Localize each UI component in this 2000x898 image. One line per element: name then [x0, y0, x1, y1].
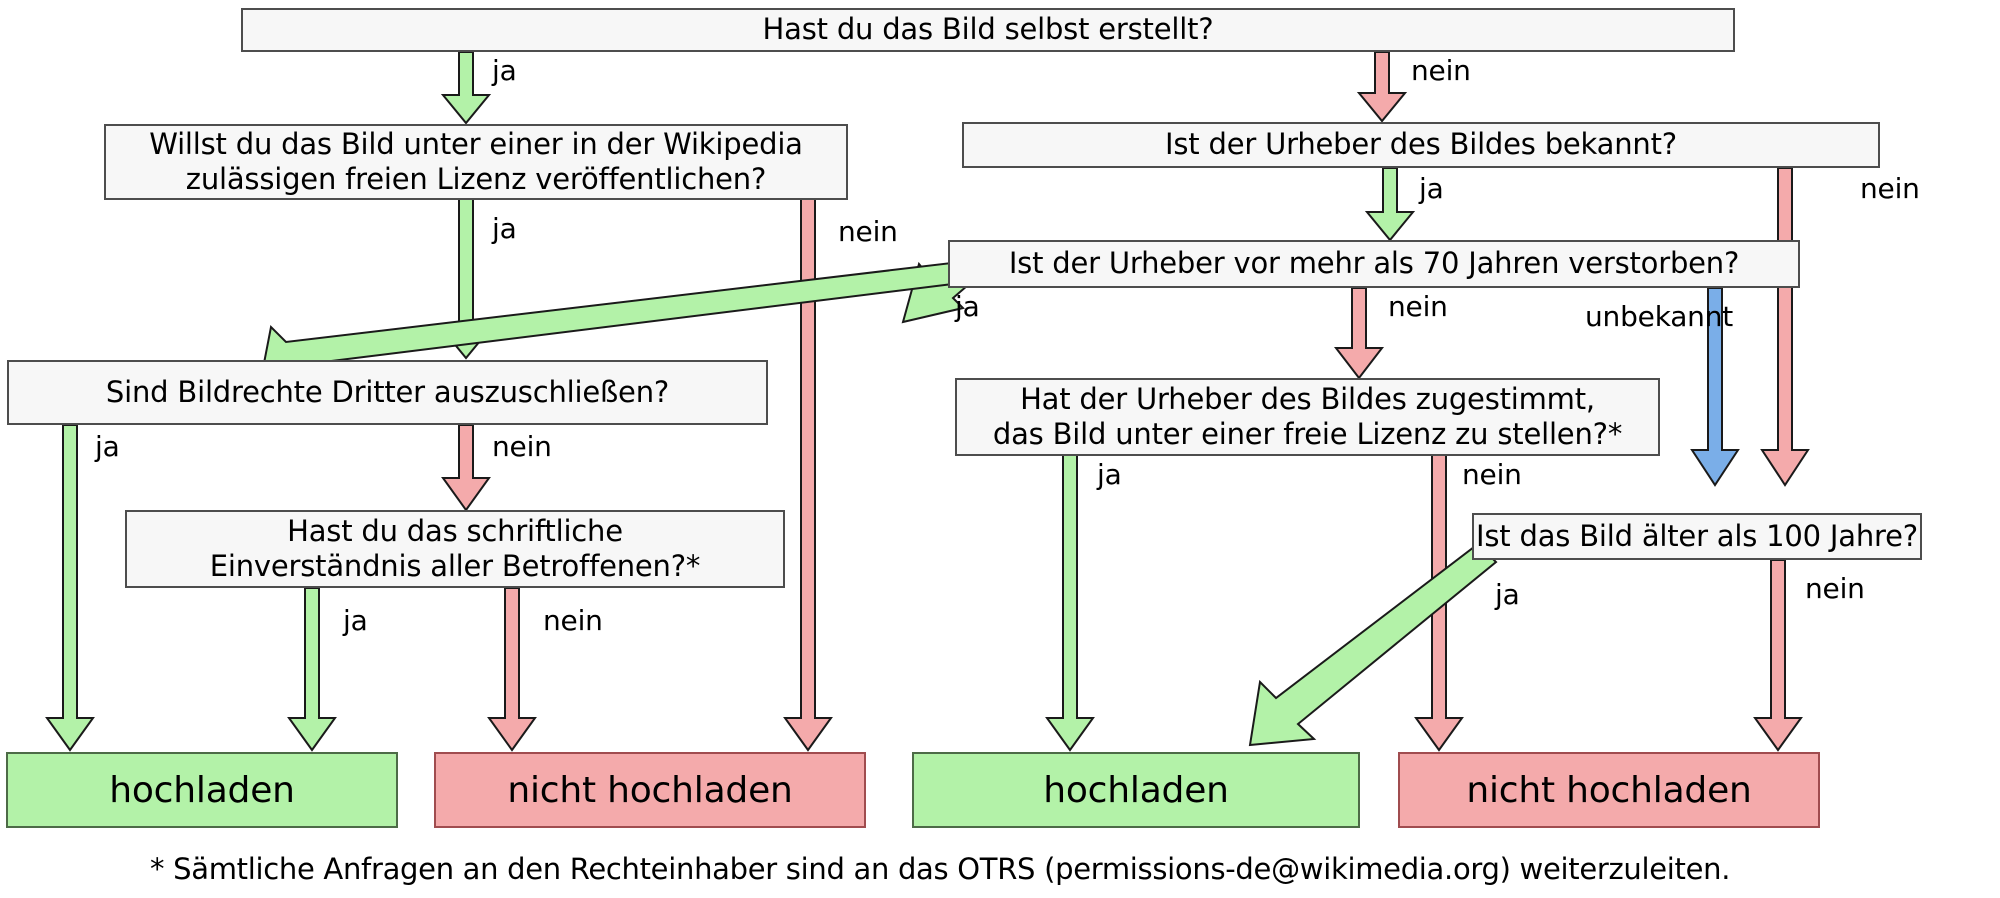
arrow-q8-nein [1753, 559, 1803, 752]
terminal-hochladen-2[interactable]: hochladen [912, 752, 1360, 828]
node-q7[interactable]: Hast du das schriftliche Einverständnis … [125, 510, 785, 588]
edge-label-q7-ja: ja [343, 604, 368, 637]
arrow-q4-nein [1333, 287, 1385, 380]
edge-label-q6-ja: ja [1097, 458, 1122, 491]
arrow-q7-nein [487, 587, 537, 752]
edge-label-q4-nein: nein [1388, 290, 1448, 323]
terminal-nicht-hochladen-1[interactable]: nicht hochladen [434, 752, 866, 828]
edge-label-q8-nein: nein [1805, 572, 1865, 605]
edge-label-q1-nein: nein [1411, 54, 1471, 87]
node-q8[interactable]: Ist das Bild älter als 100 Jahre? [1472, 513, 1922, 560]
node-q4[interactable]: Ist der Urheber vor mehr als 70 Jahren v… [948, 240, 1800, 288]
node-q2[interactable]: Willst du das Bild unter einer in der Wi… [104, 124, 848, 200]
edge-label-q6-nein: nein [1462, 458, 1522, 491]
arrow-q2-nein [783, 197, 833, 752]
edge-label-q8-ja: ja [1495, 578, 1520, 611]
edge-label-q1-ja: ja [492, 54, 517, 87]
node-q6[interactable]: Hat der Urheber des Bildes zugestimmt, d… [955, 378, 1660, 456]
arrow-q6-ja [1045, 454, 1095, 752]
edge-label-q3-nein: nein [1860, 172, 1920, 205]
arrow-q1-ja [440, 51, 492, 125]
node-q1[interactable]: Hast du das Bild selbst erstellt? [241, 8, 1735, 52]
arrow-q5-ja [45, 424, 95, 752]
edge-label-q2-nein: nein [838, 215, 898, 248]
edge-label-q5-nein: nein [492, 430, 552, 463]
edge-label-q4-ja: ja [955, 290, 980, 323]
edge-label-q7-nein: nein [543, 604, 603, 637]
node-q3[interactable]: Ist der Urheber des Bildes bekannt? [962, 122, 1880, 168]
node-q5[interactable]: Sind Bildrechte Dritter auszuschließen? [7, 360, 768, 425]
arrow-q7-ja [287, 587, 337, 752]
arrow-q2-ja [440, 197, 492, 360]
arrow-q1-nein [1356, 51, 1408, 123]
arrow-q8-ja-diagonal [1248, 542, 1498, 747]
edge-label-q4-unbekannt: unbekannt [1585, 300, 1734, 333]
terminal-hochladen-1[interactable]: hochladen [6, 752, 398, 828]
arrow-q3-nein [1760, 167, 1810, 487]
edge-label-q5-ja: ja [95, 430, 120, 463]
arrow-q5-nein [441, 424, 491, 512]
footnote: * Sämtliche Anfragen an den Rechteinhabe… [150, 852, 1731, 886]
arrow-q6-nein [1414, 454, 1464, 752]
arrow-q3-ja [1364, 167, 1416, 242]
edge-label-q2-ja: ja [492, 212, 517, 245]
edge-label-q3-ja: ja [1419, 172, 1444, 205]
terminal-nicht-hochladen-2[interactable]: nicht hochladen [1398, 752, 1820, 828]
